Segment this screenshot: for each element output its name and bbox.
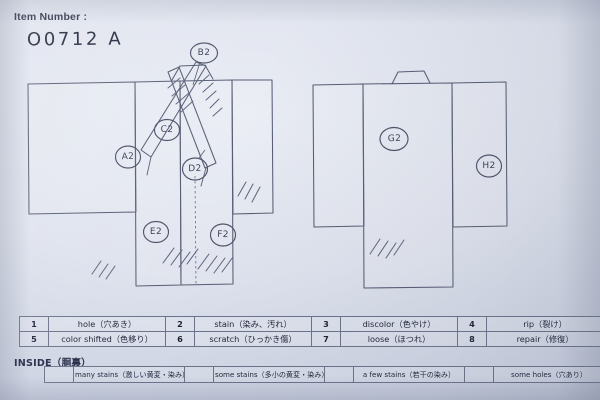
inside-option-label-3: some holes（穴あり） [493, 366, 600, 383]
legend-code-8: 8 [457, 331, 487, 347]
legend-code-2: 2 [165, 316, 195, 332]
inside-section-label: INSIDE（胴裏） [14, 358, 91, 369]
annotation-mark-a2: A2 [121, 151, 135, 163]
item-number-label: Item Number : [14, 11, 88, 23]
inside-option-label-2: a few stains（若干の染み） [353, 366, 465, 383]
legend-code-5: 5 [19, 331, 49, 347]
legend-desc-7: loose（ほつれ） [340, 331, 458, 347]
legend-desc-3: discolor（色やけ） [340, 316, 458, 332]
annotation-circles [114, 42, 503, 247]
legend-desc-6: scratch（ひっかき傷） [194, 331, 312, 347]
annotation-mark-g2: G2 [387, 133, 402, 144]
kimono-front-view [27, 61, 274, 287]
inside-checkbox-3[interactable] [464, 366, 494, 383]
legend-code-3: 3 [311, 316, 341, 332]
annotation-mark-d2: D2 [188, 163, 202, 175]
inside-checkbox-0[interactable] [44, 366, 74, 383]
annotation-mark-e2: E2 [149, 226, 163, 237]
legend-code-1: 1 [19, 316, 49, 332]
legend-desc-8: repair（修復） [486, 331, 600, 347]
inside-condition-options: many stains（激しい黄変・染み） some stains（多小の黄変・染… [44, 366, 600, 383]
annotation-mark-c2: C2 [160, 124, 174, 135]
kimono-back-view [312, 70, 508, 289]
legend-desc-5: color shifted（色移り） [48, 331, 166, 347]
inside-options-row: many stains（激しい黄変・染み） some stains（多小の黄変・染… [44, 366, 600, 383]
inside-checkbox-1[interactable] [184, 366, 214, 383]
legend-desc-4: rip（裂け） [486, 316, 600, 332]
annotation-mark-f2: F2 [216, 229, 230, 241]
inside-option-label-1: some stains（多小の黄変・染み） [213, 366, 325, 383]
annotation-mark-b2: B2 [197, 48, 211, 58]
annotation-mark-h2: H2 [482, 161, 496, 171]
inside-checkbox-2[interactable] [324, 366, 354, 383]
legend-desc-1: hole（穴あき） [48, 316, 166, 332]
legend-desc-2: stain（染み、汚れ） [194, 316, 312, 332]
inside-option-label-0: many stains（激しい黄変・染み） [73, 366, 185, 383]
legend-code-7: 7 [311, 331, 341, 347]
legend-code-4: 4 [457, 316, 487, 332]
legend-code-6: 6 [165, 331, 195, 347]
